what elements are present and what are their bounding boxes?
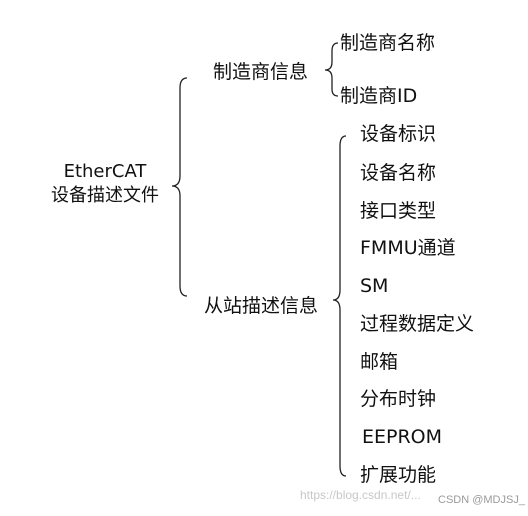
manufacturer-name-node: 制造商名称 <box>340 32 436 54</box>
extended-function-node: 扩展功能 <box>360 464 437 486</box>
manufacturer-bracket <box>324 42 339 97</box>
root-node: EtherCAT 设备描述文件 <box>32 160 178 208</box>
watermark-url: https://blog.csdn.net/... <box>300 488 421 502</box>
root-subtitle: 设备描述文件 <box>51 185 159 206</box>
manufacturer-info-node: 制造商信息 <box>213 61 309 83</box>
device-id-node: 设备标识 <box>360 123 437 145</box>
slave-info-node: 从站描述信息 <box>204 295 319 317</box>
device-name-node: 设备名称 <box>360 162 437 184</box>
root-title: EtherCAT <box>63 161 147 182</box>
mailbox-node: 邮箱 <box>360 351 399 373</box>
sm-node: SM <box>360 275 389 297</box>
interface-type-node: 接口类型 <box>360 200 437 222</box>
eeprom-node: EEPROM <box>362 426 443 448</box>
manufacturer-id-node: 制造商ID <box>340 85 418 107</box>
distributed-clock-node: 分布时钟 <box>360 388 437 410</box>
watermark-credit: CSDN @MDJSJ_ <box>436 494 527 506</box>
fmmu-channel-node: FMMU通道 <box>360 237 456 259</box>
slave-bracket <box>332 135 347 477</box>
process-data-node: 过程数据定义 <box>360 313 475 335</box>
root-bracket <box>171 77 188 297</box>
